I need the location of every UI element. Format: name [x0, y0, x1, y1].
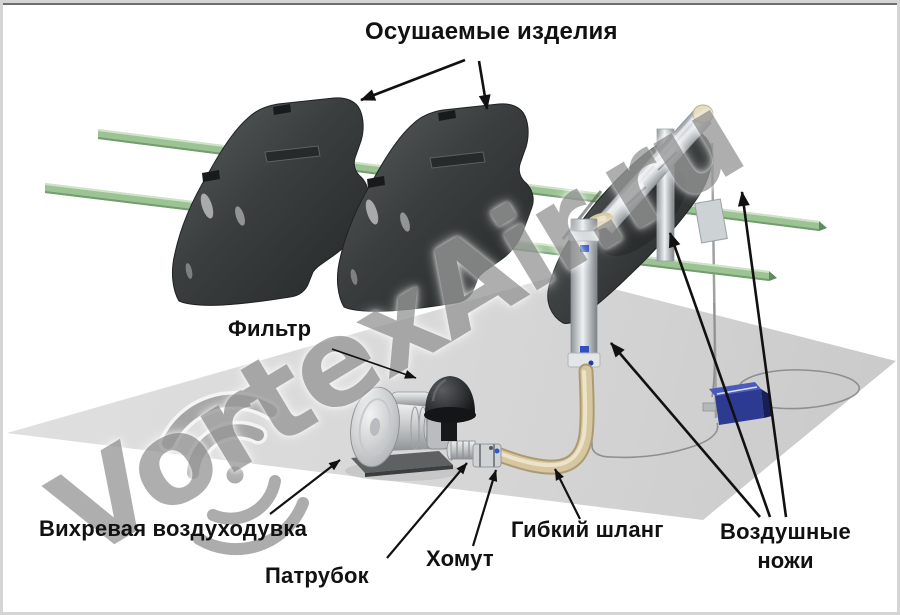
label-air-knives-line2: ножи [757, 548, 814, 573]
air-knife-diagonal [595, 104, 714, 234]
leader-blower [269, 459, 341, 515]
leader-dried-products-right [477, 60, 491, 110]
leader-dried-products-left [360, 58, 466, 102]
label-hose: Гибкий шланг [511, 517, 664, 542]
label-air-knives-line1: Воздушные [720, 519, 851, 544]
vortex-logo-watermark [158, 391, 313, 559]
air-knife-bracket [694, 198, 728, 244]
knife-end-cap [692, 104, 714, 124]
label-filter: Фильтр [228, 316, 312, 341]
air-knife-vertical [567, 212, 614, 368]
flexible-hose-graphic [492, 363, 595, 475]
leader-hose [554, 468, 581, 520]
leader-air-knife-3 [737, 191, 788, 518]
annotation-arrows [269, 58, 788, 559]
knife-stand-rod [710, 142, 718, 419]
clamp-graphic [472, 443, 502, 468]
label-blower: Вихревая воздуходувка [39, 516, 308, 541]
label-pipe: Патрубок [265, 563, 369, 588]
label-clamp: Хомут [426, 546, 494, 571]
label-dried-products: Осушаемые изделия [365, 18, 618, 45]
filter-graphic [424, 376, 476, 441]
leader-clamp [471, 469, 498, 547]
label-air-knives: Воздушные ножи [703, 517, 868, 575]
leader-pipe [386, 462, 468, 559]
top-edge-line [3, 3, 897, 5]
vortex-blower-graphic [345, 376, 502, 481]
leader-filter [331, 348, 417, 379]
leader-air-knife-2 [668, 232, 772, 518]
drying-system-scene [7, 97, 896, 559]
leader-air-knife-1 [610, 342, 761, 518]
